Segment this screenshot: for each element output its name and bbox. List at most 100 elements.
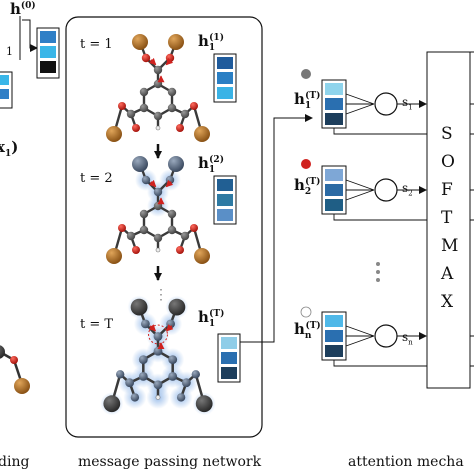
h-subscript: 1 — [304, 101, 312, 111]
vector-cell — [325, 315, 343, 327]
carbon-atom — [167, 87, 177, 97]
weight-line — [345, 103, 375, 115]
weight-line — [345, 189, 375, 201]
message-arrow — [148, 179, 157, 188]
embedding-vector-h0 — [36, 27, 60, 79]
vector-cell — [325, 184, 343, 196]
oxygen-atom — [132, 124, 140, 132]
oxygen-atom — [116, 370, 125, 379]
s-symbol: s — [402, 95, 409, 109]
hydrogen-atom — [155, 394, 161, 400]
weight-line — [345, 93, 375, 105]
message-arrow — [165, 179, 174, 188]
h0-symbol: h — [10, 0, 21, 18]
h-superscript: (T) — [305, 321, 321, 331]
h-symbol: h — [198, 32, 209, 50]
carbon-atom — [167, 103, 177, 113]
softmax-letter: F — [441, 180, 453, 200]
h-symbol: h — [198, 154, 209, 172]
softmax-letter: A — [441, 264, 454, 284]
h-subscript: 2 — [304, 187, 312, 197]
vector-cell — [221, 337, 237, 349]
score-label-2: s2 — [402, 182, 413, 197]
vector-cell — [217, 87, 233, 99]
message-arrow — [148, 324, 157, 332]
carbon-atom — [153, 187, 163, 197]
vector-cell — [325, 199, 343, 211]
vector-cell — [325, 330, 343, 342]
softmax-box — [426, 51, 471, 389]
oxygen-atom — [190, 224, 198, 232]
hydrogen-atom — [155, 125, 161, 131]
molecule-step-T — [100, 295, 216, 416]
attention-caption: attention mecha — [348, 454, 464, 470]
carbon-atom — [126, 109, 136, 119]
vector-cell — [217, 209, 233, 221]
bromine-atom — [194, 126, 210, 142]
oxygen-atom — [140, 319, 150, 329]
carbon-atom — [167, 209, 177, 219]
carbon-atom — [153, 65, 163, 75]
bromine-atom — [106, 248, 122, 264]
aggregation-ring — [148, 324, 168, 345]
bromine-atom — [168, 34, 184, 50]
message-arrow — [165, 57, 174, 66]
oxygen-atom — [118, 102, 126, 110]
h-symbol: h — [294, 320, 305, 338]
carbon-atom — [180, 109, 190, 119]
softmax-letter: O — [441, 152, 455, 172]
bromine-atom — [194, 248, 210, 264]
attention-ellipsis — [376, 262, 380, 282]
carbon-atom — [168, 355, 178, 365]
softmax-letter: S — [441, 124, 453, 144]
left-caption-fragment: ding — [0, 454, 30, 470]
connector-to-attention — [240, 114, 313, 343]
partial-vector — [0, 71, 13, 109]
carbon-atom — [168, 371, 178, 381]
x1-fragment: x1) — [0, 140, 18, 159]
molecule-step-2 — [106, 156, 210, 264]
molecule-step-1 — [106, 34, 210, 142]
h-subscript: 1 — [208, 165, 216, 175]
x-symbol: x — [0, 138, 5, 156]
carbon-atom — [153, 233, 163, 243]
oxygen-atom — [176, 393, 186, 402]
oxygen-atom — [130, 393, 140, 402]
score-label-1: s1 — [402, 96, 413, 111]
vector-cell — [217, 72, 233, 84]
carbon-atom — [139, 209, 149, 219]
mpn-caption: message passing network — [78, 454, 262, 470]
x-subscript: 1 — [4, 149, 12, 159]
carbon-atom — [153, 332, 163, 341]
atom-indicator — [301, 69, 311, 79]
h-symbol: h — [294, 176, 305, 194]
carbon-atom — [167, 225, 177, 235]
score-node — [374, 324, 398, 348]
s-symbol: s — [402, 330, 409, 344]
state-vector-1 — [213, 53, 237, 103]
h0-label: h(0) — [10, 2, 36, 17]
vector-cell — [325, 83, 343, 95]
score-node — [374, 178, 398, 202]
vector-cell — [325, 98, 343, 110]
h-label-step-T: h1(T) — [198, 310, 224, 329]
carbon-atom — [153, 380, 163, 390]
message-arrow — [165, 324, 174, 332]
atom-indicator — [300, 306, 312, 318]
score-label-n: sn — [402, 331, 413, 346]
h-superscript: (T) — [209, 309, 225, 319]
s-subscript: n — [408, 337, 413, 347]
step-label-2: t = 2 — [80, 171, 113, 186]
s-symbol: s — [402, 181, 409, 195]
bromine-atom — [168, 156, 184, 172]
vector-cell — [325, 345, 343, 357]
score-node — [374, 92, 398, 116]
softmax-letter: M — [441, 236, 459, 256]
bromine-atom — [132, 156, 148, 172]
vector-cell — [217, 179, 233, 191]
bromine-atom — [168, 298, 186, 316]
state-vector-3 — [217, 333, 241, 383]
h-symbol: h — [294, 90, 305, 108]
carbon-atom — [125, 378, 135, 388]
